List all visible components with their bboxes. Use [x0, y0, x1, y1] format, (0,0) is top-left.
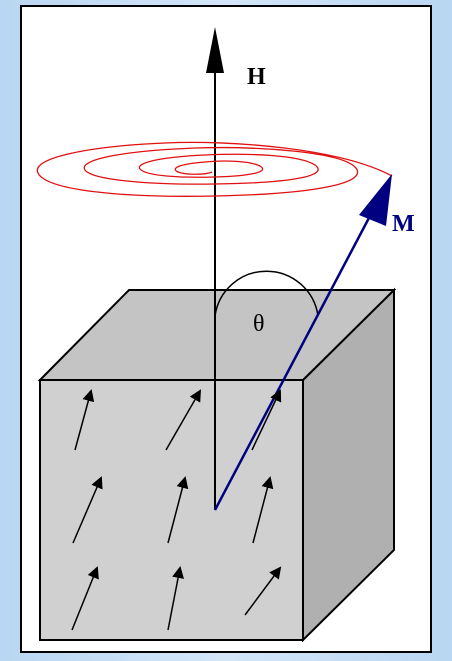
spin-arrow: [244, 566, 282, 616]
magnetization-arrowhead: [359, 174, 392, 226]
spin-arrows: [71, 389, 282, 631]
spin-arrow: [251, 389, 282, 451]
spin-arrow: [167, 566, 184, 631]
magnetization-label: M: [392, 211, 415, 237]
spin-arrow: [72, 476, 103, 544]
spin-arrow: [71, 566, 99, 631]
h-field-label: H: [247, 64, 266, 90]
spin-arrow: [167, 476, 189, 544]
h-field-arrowhead: [206, 27, 224, 73]
spin-arrow: [252, 476, 274, 544]
spin-arrow: [165, 389, 201, 451]
magnetization-vector: [213, 196, 382, 511]
theta-label: θ: [253, 311, 265, 337]
theta-angle-arc: [214, 270, 319, 317]
spin-arrow: [74, 389, 95, 451]
precession-spiral: [36, 141, 393, 197]
